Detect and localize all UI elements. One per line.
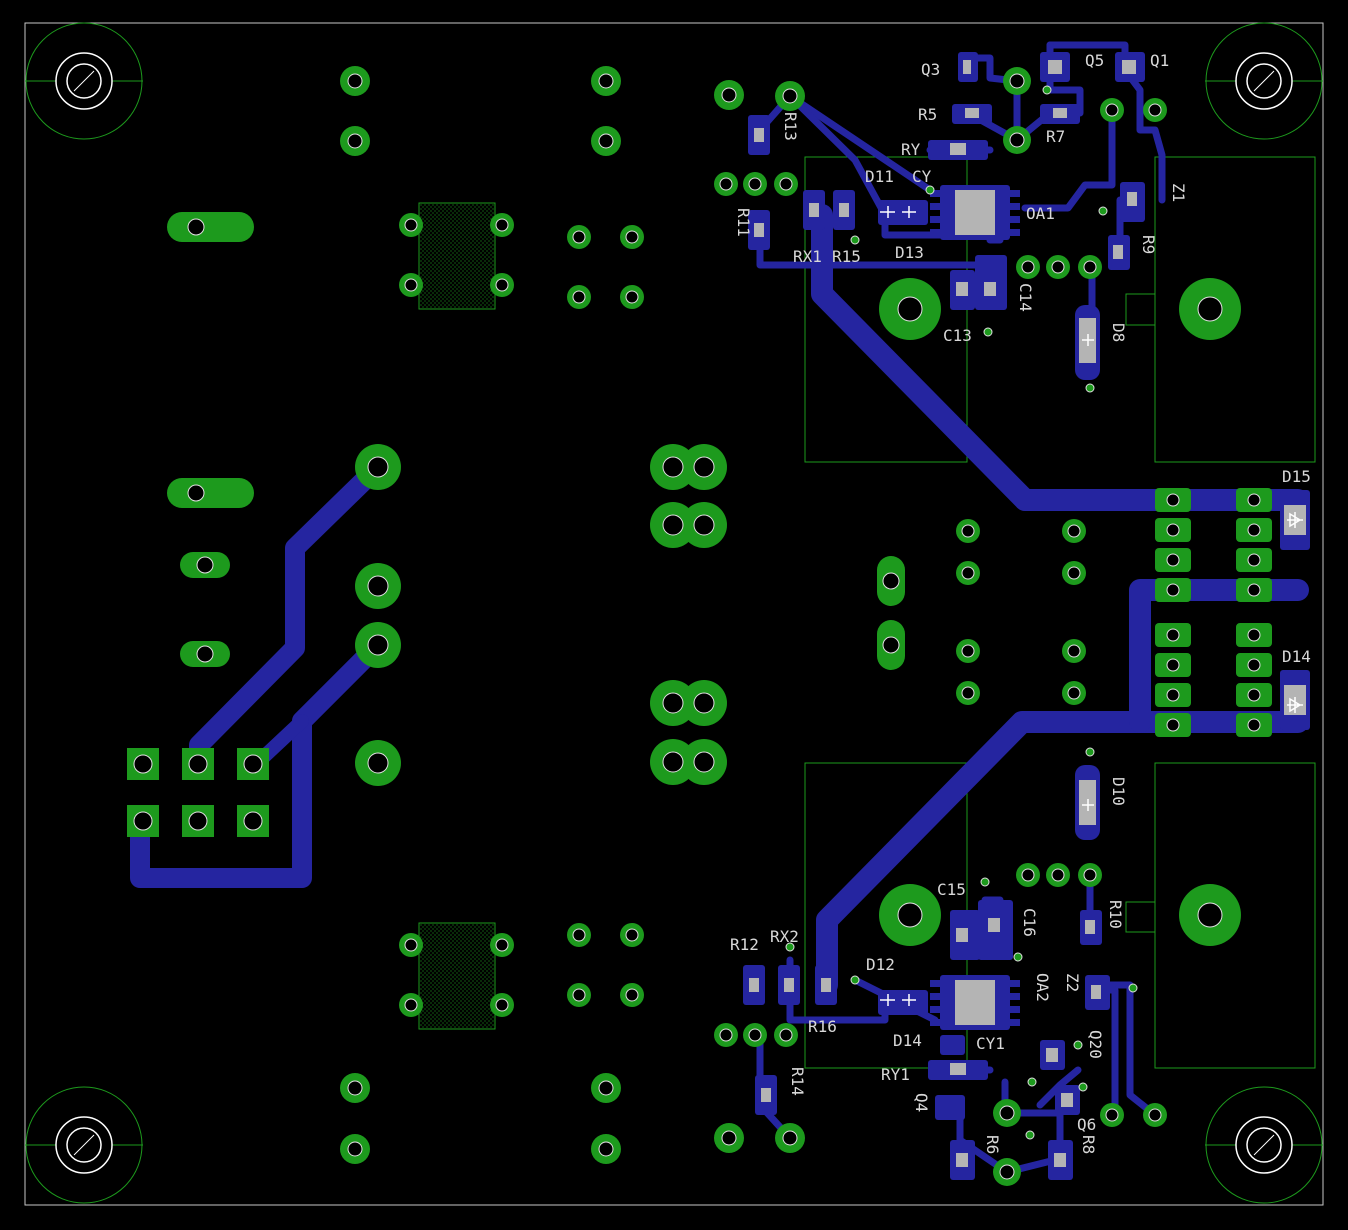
label-rx1: RX1 (793, 247, 822, 266)
label-c14: C14 (1016, 283, 1035, 312)
label-c16: C16 (1020, 908, 1039, 937)
label-r14: R14 (788, 1067, 807, 1096)
mounting-hole-bottom-left (25, 1086, 143, 1204)
label-r7: R7 (1046, 127, 1065, 146)
label-oa1: OA1 (1026, 204, 1055, 223)
label-c15: C15 (937, 880, 966, 899)
label-d13: D13 (895, 243, 924, 262)
label-q3: Q3 (921, 60, 940, 79)
label-z1: Z1 (1169, 183, 1188, 202)
mounting-hole-bottom-right (1205, 1086, 1323, 1204)
mounting-hole-top-right (1205, 22, 1323, 140)
heatsink-outlines (804, 156, 1316, 1069)
label-d11: D11 (865, 167, 894, 186)
vias (785, 85, 1138, 1140)
label-d14: D14 (1282, 647, 1311, 666)
label-r16: R16 (808, 1017, 837, 1036)
label-r15: R15 (832, 247, 861, 266)
label-q1: Q1 (1150, 51, 1169, 70)
label-d10: D10 (1109, 777, 1128, 806)
label-r5: R5 (918, 105, 937, 124)
label-r6: R6 (983, 1135, 1002, 1154)
label-r13: R13 (781, 112, 800, 141)
label-q5: Q5 (1085, 51, 1104, 70)
label-cy1: CY1 (976, 1034, 1005, 1053)
label-d14b: D14 (893, 1031, 922, 1050)
label-cy: CY (912, 167, 932, 186)
label-q4: Q4 (912, 1093, 931, 1112)
label-r12: R12 (730, 935, 759, 954)
board-outline (24, 22, 1324, 1206)
label-d12: D12 (866, 955, 895, 974)
label-z2: Z2 (1063, 973, 1082, 992)
ic-body-top (418, 202, 496, 310)
smd-components (743, 52, 1310, 1180)
label-rx2: RX2 (770, 927, 799, 946)
through-hole-pads (127, 66, 1272, 1186)
label-d15: D15 (1282, 467, 1311, 486)
label-r10: R10 (1106, 900, 1125, 929)
silkscreen-labels: Q3 Q5 Q1 R5 R7 RY CY D11 R13 R11 RX1 R15… (730, 51, 1311, 1154)
label-r9: R9 (1139, 235, 1158, 254)
label-r8: R8 (1079, 1135, 1098, 1154)
mounting-hole-top-left (25, 22, 143, 140)
ic-body-bottom (418, 922, 496, 1030)
label-ry1: RY1 (881, 1065, 910, 1084)
drill-holes (133, 73, 1261, 1180)
label-c13: C13 (943, 326, 972, 345)
label-q20: Q20 (1086, 1030, 1105, 1059)
label-ry: RY (901, 140, 921, 159)
label-d8: D8 (1109, 323, 1128, 342)
label-r11: R11 (734, 208, 753, 237)
label-q6: Q6 (1077, 1115, 1096, 1134)
label-oa2: OA2 (1033, 973, 1052, 1002)
